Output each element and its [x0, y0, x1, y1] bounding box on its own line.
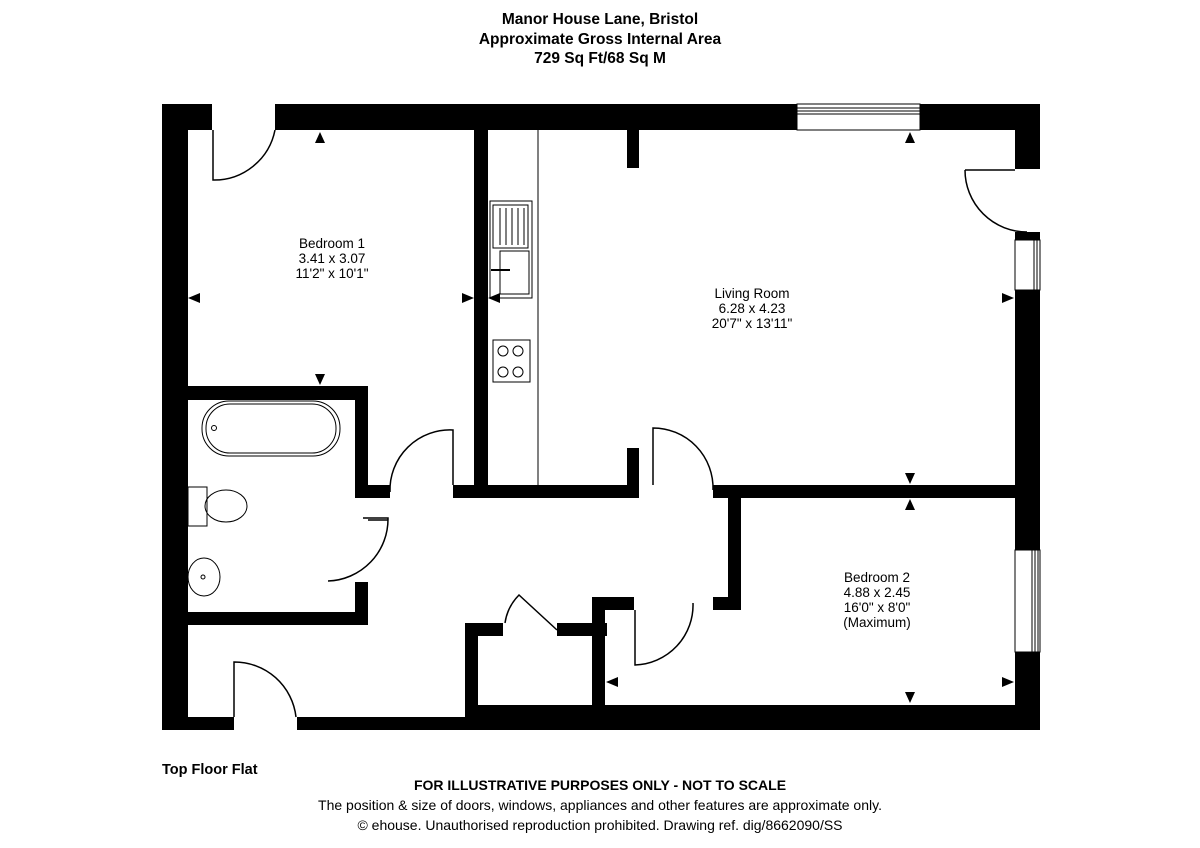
room-name: Bedroom 2	[843, 570, 911, 585]
area-title: Approximate Gross Internal Area	[478, 30, 722, 48]
doors	[212, 129, 1028, 718]
dimension-arrow-icon	[905, 499, 915, 510]
disclaimer: FOR ILLUSTRATIVE PURPOSES ONLY - NOT TO …	[413, 777, 787, 793]
door-swing-icon	[327, 517, 389, 582]
door-swing-icon	[212, 129, 276, 181]
door-swing-icon	[964, 169, 1028, 233]
dimension-arrow-icon	[315, 132, 325, 143]
dimension-arrow-icon	[315, 374, 325, 385]
door-swing-icon	[389, 429, 454, 493]
window-icon	[1014, 239, 1041, 291]
dimension-arrow-icon	[1002, 293, 1014, 303]
bath-icon	[201, 400, 341, 457]
walls	[162, 104, 1040, 730]
dimension-arrow-icon	[488, 293, 500, 303]
room-imperial: 16'0" x 8'0"	[843, 600, 911, 615]
dimension-arrow-icon	[905, 132, 915, 143]
room-metric: 6.28 x 4.23	[718, 301, 786, 316]
room-imperial: 20'7" x 13'11"	[711, 316, 793, 331]
room-metric: 4.88 x 2.45	[843, 585, 911, 600]
dimension-arrow-icon	[462, 293, 474, 303]
windows	[796, 103, 1041, 653]
basin-icon	[187, 557, 221, 597]
dimension-arrows	[188, 132, 1014, 703]
plan-footer: FOR ILLUSTRATIVE PURPOSES ONLY - NOT TO …	[0, 775, 1200, 835]
door-swing-icon	[233, 661, 297, 718]
dimension-arrow-icon	[905, 692, 915, 703]
room-metric: 3.41 x 3.07	[298, 251, 366, 266]
room-note: (Maximum)	[843, 615, 911, 630]
toilet-icon	[187, 486, 248, 527]
floor-label: Top Floor Flat	[162, 762, 258, 778]
room-name: Bedroom 1	[298, 236, 366, 251]
approximation-note: The position & size of doors, windows, a…	[318, 797, 882, 813]
room-label-living-room: Living Room 6.28 x 4.23 20'7" x 13'11"	[712, 286, 793, 331]
area-value: 729 Sq Ft/68 Sq M	[534, 50, 666, 67]
dimension-arrow-icon	[1002, 677, 1014, 687]
address-title: Manor House Lane, Bristol	[501, 11, 699, 28]
room-name: Living Room	[714, 286, 790, 301]
hob-icon	[492, 339, 531, 383]
plan-header: Manor House Lane, Bristol Approximate Gr…	[0, 10, 1200, 69]
door-swing-icon	[504, 593, 558, 631]
dimension-arrow-icon	[606, 677, 618, 687]
door-swing-icon	[652, 427, 714, 491]
window-icon	[1014, 549, 1041, 653]
room-label-bedroom-1: Bedroom 1 3.41 x 3.07 11'2" x 10'1"	[295, 236, 368, 281]
sink-icon	[489, 200, 533, 299]
room-label-bedroom-2: Bedroom 2 4.88 x 2.45 16'0" x 8'0" (Maxi…	[843, 570, 911, 630]
dimension-arrow-icon	[188, 293, 200, 303]
dimension-arrow-icon	[905, 473, 915, 484]
door-swing-icon	[634, 602, 694, 666]
room-imperial: 11'2" x 10'1"	[295, 266, 369, 281]
copyright: © ehouse. Unauthorised reproduction proh…	[357, 817, 843, 833]
